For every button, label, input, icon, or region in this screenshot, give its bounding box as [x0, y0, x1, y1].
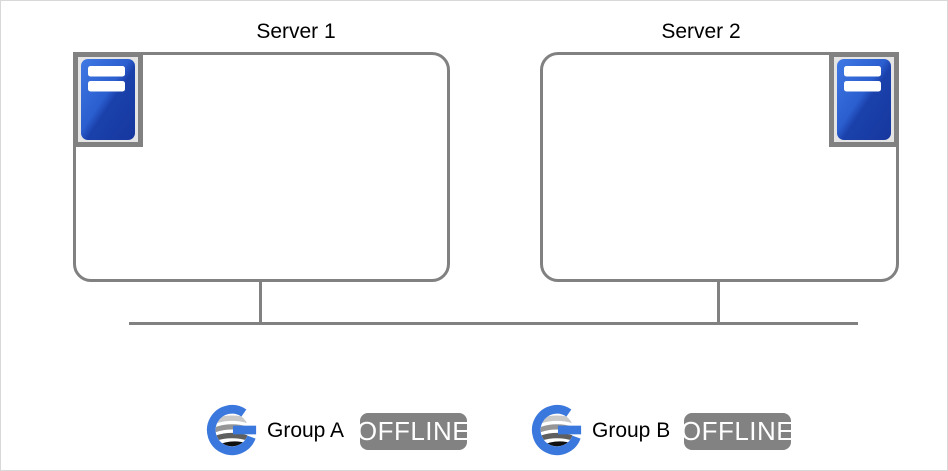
network-bus-line	[129, 322, 858, 325]
server-tower-icon[interactable]	[73, 52, 143, 147]
group-a-status-badge: OFFLINE	[357, 413, 470, 450]
group-b-label: Group B	[592, 419, 671, 442]
server-1-network-connector-line	[259, 280, 262, 325]
group-a-label: Group A	[267, 419, 345, 442]
server-2-title: Server 2	[661, 20, 741, 43]
group-globe-g-icon	[205, 402, 259, 458]
server-1-title: Server 1	[256, 20, 336, 43]
server-2-network-connector-line	[717, 280, 720, 325]
server-tower-icon[interactable]	[829, 52, 899, 147]
group-globe-g-icon	[530, 402, 584, 458]
group-b-status-badge: OFFLINE	[681, 413, 794, 450]
